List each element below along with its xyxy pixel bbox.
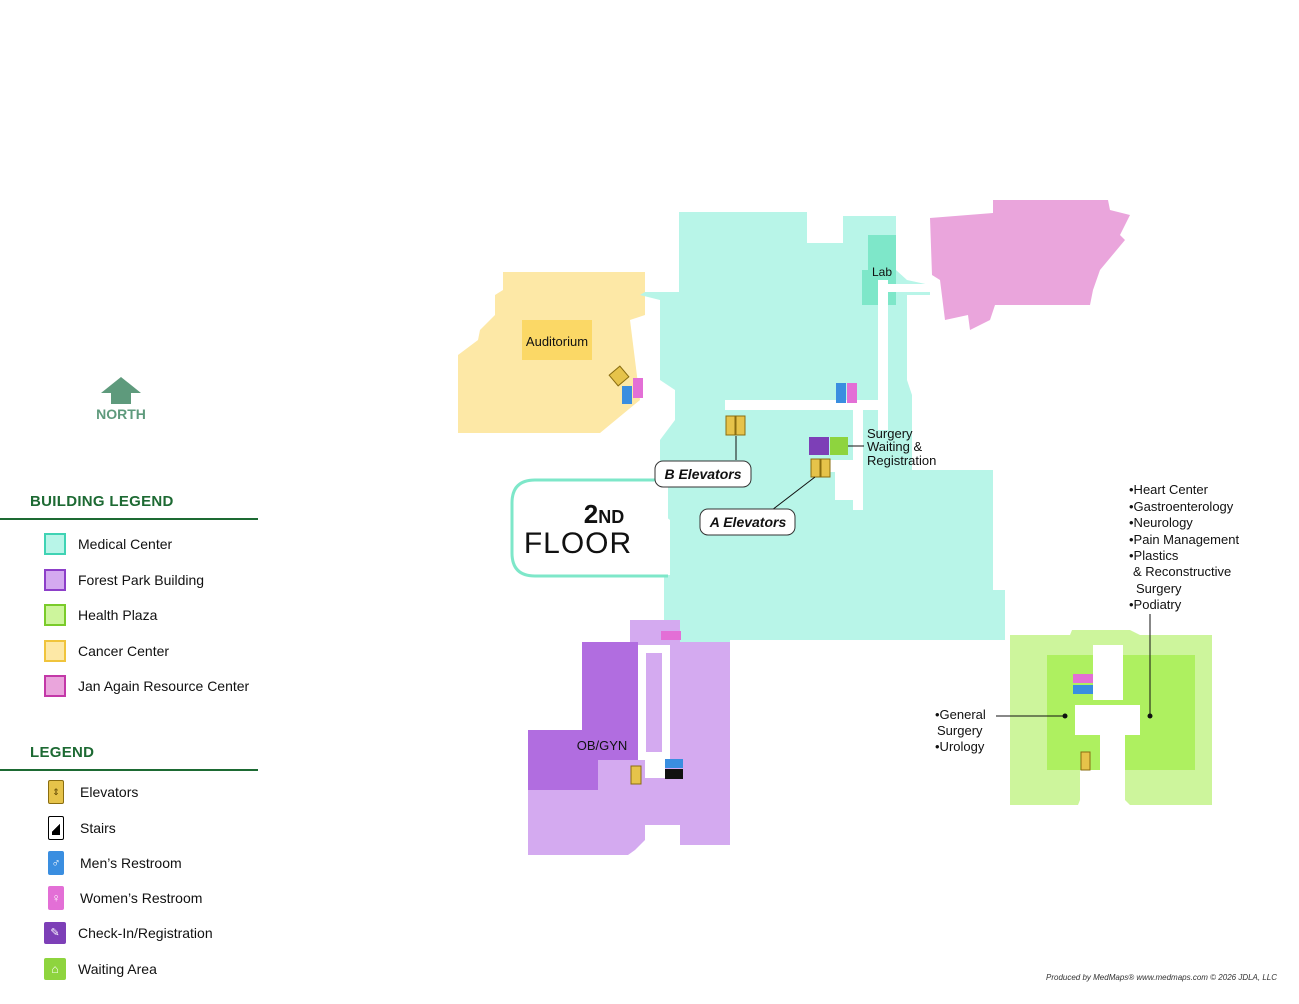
legend-item: ⌂ Waiting Area	[44, 956, 157, 982]
general-surgery-list: •General Surgery •Urology	[935, 707, 989, 754]
heart-center-list: •Heart Center •Gastroenterology •Neurolo…	[1129, 482, 1243, 612]
auditorium-label: Auditorium	[526, 334, 588, 349]
surgery-waiting-label: Surgery Waiting & Registration	[867, 426, 936, 468]
health-plaza-mens-restroom-icon	[1073, 685, 1093, 694]
building-legend-item: Health Plaza	[44, 602, 157, 628]
legend-item: ♂ Men’s Restroom	[44, 850, 182, 876]
north-arrow-icon	[101, 377, 141, 404]
building-legend-item: Forest Park Building	[44, 567, 204, 593]
legend-label: Elevators	[80, 784, 139, 800]
heart-center-marker	[1147, 713, 1153, 719]
health-plaza-corridors	[1075, 645, 1140, 800]
a-elevators-icon	[810, 458, 831, 478]
legend-label: Waiting Area	[78, 961, 157, 977]
a-elevators-callout	[699, 508, 796, 536]
mens-restroom-icon: ♂	[48, 851, 64, 875]
a-elevators-label: A Elevators	[709, 514, 787, 530]
building-legend-heading: BUILDING LEGEND	[30, 493, 174, 510]
waiting-area-icon: ⌂	[44, 958, 66, 980]
jan-again-building	[930, 200, 1130, 330]
auditorium-room	[522, 320, 592, 360]
lab-room-ext	[862, 270, 882, 305]
obgyn-area	[528, 642, 638, 790]
stairs-icon	[48, 816, 64, 840]
auditorium-elevator-icon	[608, 365, 630, 387]
floor-badge	[510, 478, 668, 578]
legend-label: Women’s Restroom	[80, 890, 203, 906]
legend-item: ✎ Check-In/Registration	[44, 920, 213, 946]
surgery-check-in-icon	[809, 437, 829, 455]
forest-park-elevator-icon	[630, 765, 642, 785]
floor-number: 2ND	[584, 499, 624, 529]
copyright-notice: Produced by MedMaps® www.medmaps.com © 2…	[1046, 973, 1277, 982]
b-elevators-label: B Elevators	[664, 466, 741, 482]
legend-item: ⇕ Elevators	[44, 779, 138, 805]
building-legend-item: Jan Again Resource Center	[44, 673, 249, 699]
legend-label: Check-In/Registration	[78, 925, 213, 941]
legend-heading: LEGEND	[30, 744, 95, 761]
building-legend-item: Medical Center	[44, 531, 172, 557]
general-surgery-marker	[1062, 713, 1068, 719]
building-legend-label: Health Plaza	[78, 607, 158, 623]
building-legend-label: Cancer Center	[78, 643, 170, 659]
check-in-icon: ✎	[44, 922, 66, 944]
forest-park-restroom-icon-2	[665, 759, 683, 768]
auditorium-mens-restroom-icon	[622, 386, 632, 404]
building-legend-rule	[0, 518, 258, 520]
building-legend-label: Medical Center	[78, 536, 173, 552]
obgyn-label: OB/GYN	[577, 738, 628, 753]
legend-label: Men’s Restroom	[80, 855, 182, 871]
medical-center-swatch	[44, 533, 66, 555]
forest-park-corridors	[638, 645, 670, 778]
lab-label: Lab	[872, 265, 892, 279]
building-legend-label: Forest Park Building	[78, 572, 205, 588]
jan-again-swatch	[44, 675, 66, 697]
building-legend-item: Cancer Center	[44, 638, 169, 664]
a-elevators-leader	[771, 476, 816, 511]
health-plaza-elevator-icon	[1080, 751, 1091, 771]
b-elevators-callout	[654, 460, 752, 488]
surgery-waiting-area-icon	[830, 437, 848, 455]
health-plaza-swatch	[44, 604, 66, 626]
elevator-icon: ⇕	[48, 780, 64, 804]
legend-label: Stairs	[80, 820, 116, 836]
medical-mens-restroom-icon	[836, 383, 846, 403]
floor-word: FLOOR	[524, 527, 632, 560]
legend-item: Stairs	[44, 815, 116, 841]
medical-womens-restroom-icon	[847, 383, 857, 403]
legend-rule	[0, 769, 258, 771]
forest-park-stairs-icon	[665, 769, 683, 779]
b-elevators-icon	[725, 415, 746, 436]
womens-restroom-icon: ♀	[48, 886, 64, 910]
health-plaza-womens-restroom-icon	[1073, 674, 1093, 683]
forest-park-restroom-icon	[661, 631, 681, 640]
forest-park-swatch	[44, 569, 66, 591]
legend-item: ♀ Women’s Restroom	[44, 885, 202, 911]
north-label: NORTH	[96, 406, 146, 422]
cancer-center-swatch	[44, 640, 66, 662]
auditorium-womens-restroom-icon	[633, 378, 643, 398]
building-legend-label: Jan Again Resource Center	[78, 678, 250, 694]
